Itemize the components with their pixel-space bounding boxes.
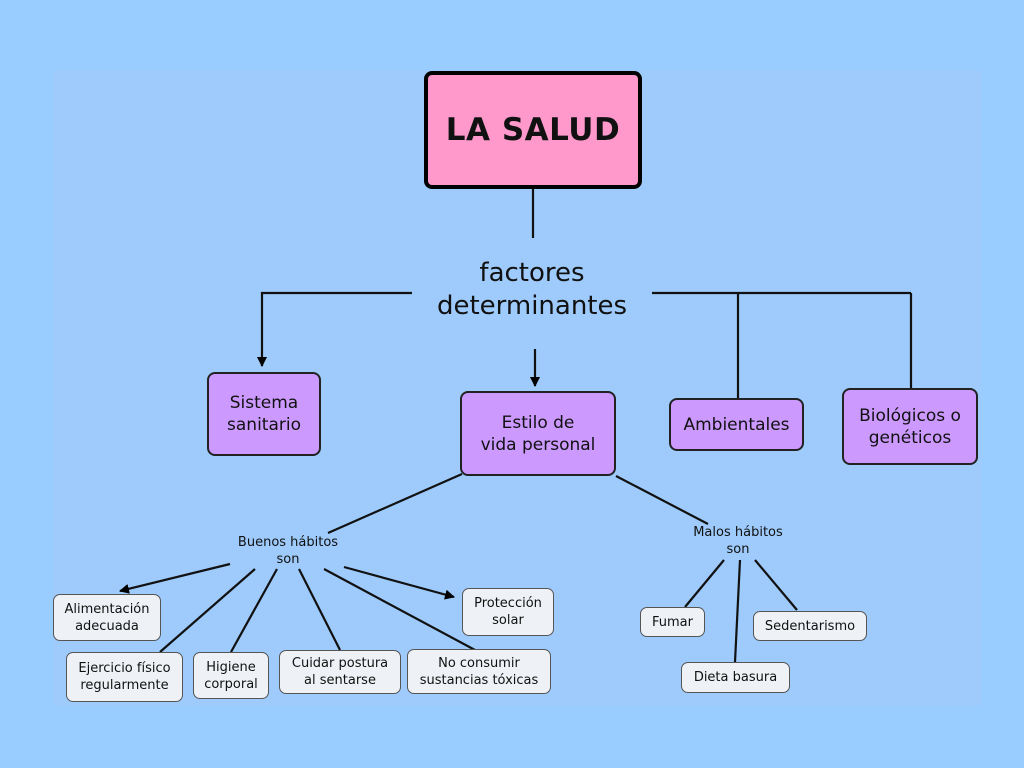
arrow-to-alimentacion [119,562,231,594]
node-sistema-sanitario: Sistema sanitario [207,372,321,456]
node-biologicos: Biológicos o genéticos [842,388,978,465]
line-to-sedentarismo [754,559,798,611]
line-to-postura [298,568,341,651]
bad-habits-label: Malos hábitos son [693,525,783,557]
connector-label: factores determinantes [436,258,628,321]
line-to-dieta [733,559,742,663]
line-to-ejercicio [159,568,256,653]
node-estilo-de-vida: Estilo de vida personal [460,391,616,476]
node-fumar: Fumar [640,607,705,637]
line-to-higiene [230,568,278,653]
node-higiene: Higiene corporal [193,652,269,699]
node-ambientales: Ambientales [669,398,804,451]
node-sustancias: No consumir sustancias tóxicas [407,649,551,694]
node-postura: Cuidar postura al sentarse [279,650,401,694]
line-to-sustancias [323,568,476,651]
arrow-to-proteccion [343,565,455,600]
good-habits-label: Buenos hábitos son [237,535,339,567]
node-ejercicio: Ejercicio físico regularmente [66,652,183,702]
line-estilo-good [327,472,463,535]
root-node: LA SALUD [424,71,642,189]
node-sedentarismo: Sedentarismo [753,611,867,641]
line-estilo-bad [615,475,709,525]
node-alimentacion: Alimentación adecuada [53,594,161,641]
line-to-fumar [684,559,725,608]
node-proteccion: Protección solar [462,588,554,636]
arrow-to-sanitario [257,291,412,367]
node-dieta-basura: Dieta basura [681,662,790,693]
